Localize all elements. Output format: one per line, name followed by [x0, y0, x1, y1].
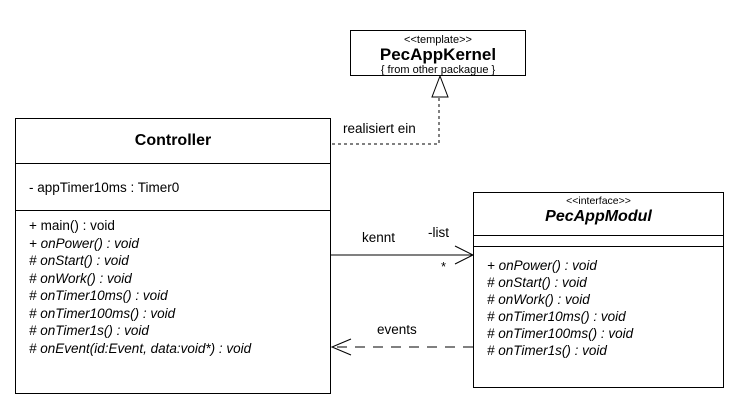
class-box-controller[interactable]: Controller - appTimer10ms : Timer0 + mai… — [15, 118, 331, 394]
controller-method: + main() : void — [29, 218, 115, 233]
controller-method: # onEvent(id:Event, data:void*) : void — [29, 340, 252, 356]
controller-method: # onTimer100ms() : void — [29, 305, 176, 321]
interface-box-pecappmodul[interactable]: <<interface>> PecAppModul + onPower() : … — [473, 192, 724, 388]
association-multiplicity-label: * — [441, 259, 447, 274]
kernel-package-note: { from other packague } — [380, 64, 496, 76]
modul-method: # onTimer10ms() : void — [487, 309, 626, 324]
association-role-label: -list — [428, 225, 449, 240]
controller-title: Controller — [16, 119, 330, 164]
controller-method: # onTimer10ms() : void — [29, 288, 168, 303]
controller-methods: + main() : void + onPower() : void # onS… — [16, 211, 330, 393]
kernel-stereotype: <<template>> — [404, 34, 472, 46]
modul-title: <<interface>> PecAppModul — [474, 193, 723, 236]
modul-method: # onWork() : void — [487, 292, 590, 307]
modul-stereotype: <<interface>> — [566, 195, 631, 207]
dependency-edge-label: events — [377, 322, 417, 337]
controller-method: # onTimer1s() : void — [29, 323, 149, 338]
controller-method: # onWork() : void — [29, 270, 132, 286]
controller-attributes: - appTimer10ms : Timer0 — [16, 164, 330, 211]
controller-method: # onStart() : void — [29, 253, 129, 268]
realization-dashed-line — [332, 97, 440, 145]
realization-edge-label: realisiert ein — [343, 121, 416, 136]
controller-attribute: - appTimer10ms : Timer0 — [29, 179, 180, 195]
dependency-open-arrowhead — [330, 338, 352, 356]
modul-method: # onStart() : void — [487, 275, 587, 290]
kernel-class-name: PecAppKernel — [379, 45, 497, 64]
realization-hollow-triangle-arrowhead — [431, 74, 449, 98]
modul-method: # onTimer1s() : void — [487, 343, 607, 358]
modul-interface-name: PecAppModul — [545, 208, 652, 225]
modul-methods: + onPower() : void # onStart() : void # … — [474, 247, 723, 387]
modul-method: # onTimer100ms() : void — [487, 326, 634, 341]
controller-method: + onPower() : void — [29, 235, 139, 251]
class-box-pecappkernel[interactable]: <<template>> PecAppKernel { from other p… — [350, 30, 526, 76]
association-edge-label: kennt — [362, 230, 396, 245]
modul-method: + onPower() : void — [487, 258, 597, 273]
modul-empty-attributes — [474, 236, 723, 247]
